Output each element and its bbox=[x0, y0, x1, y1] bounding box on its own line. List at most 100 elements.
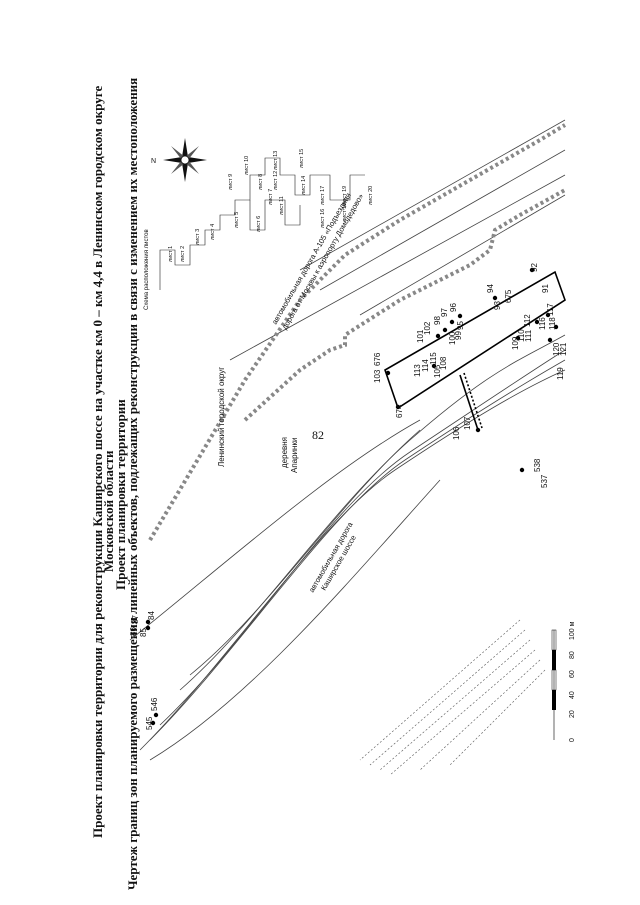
sheet-label: лист 11 bbox=[279, 196, 285, 215]
scale-tick: 40 bbox=[569, 691, 576, 699]
district-boundary bbox=[148, 123, 567, 542]
sheet-label: лист 18 bbox=[342, 203, 348, 222]
point-label: 96 bbox=[449, 303, 458, 312]
point-label: 85 bbox=[139, 628, 148, 637]
point-label: 102 bbox=[423, 321, 432, 335]
sheet-label: лист 6 bbox=[256, 216, 262, 232]
scale-tick: 0 bbox=[569, 738, 576, 742]
point-label: 97 bbox=[440, 308, 449, 317]
point-label: 91 bbox=[541, 284, 550, 293]
point-label: 106 bbox=[452, 426, 461, 440]
scale-tick: 80 bbox=[569, 651, 576, 659]
point-label: 105 bbox=[433, 364, 442, 378]
north-arrow-icon: N bbox=[151, 138, 207, 182]
scale-tick: 20 bbox=[569, 710, 576, 718]
sheet-label: лист 16 bbox=[320, 209, 326, 228]
point-label: 676 bbox=[373, 352, 382, 366]
point-label: 119 bbox=[556, 367, 565, 380]
sheet-label: лист 2 bbox=[180, 246, 186, 262]
sheet-label: лист 17 bbox=[320, 186, 326, 205]
sheet-label: лист 4 bbox=[210, 224, 216, 240]
scale-tick: 60 bbox=[569, 670, 576, 678]
sheet-labels: лист 1 лист 2 лист 3 лист 4 лист 5 лист … bbox=[168, 149, 374, 262]
point-label: 117 bbox=[546, 303, 555, 316]
point-label: 98 bbox=[433, 316, 442, 325]
sheet-label: лист 3 bbox=[195, 229, 201, 245]
point-marker bbox=[145, 619, 151, 625]
point-label: 115 bbox=[429, 352, 438, 365]
road-lines bbox=[129, 119, 566, 761]
scale-bar bbox=[551, 629, 557, 740]
point-label: 537 bbox=[540, 474, 549, 488]
sheet-scheme bbox=[159, 157, 365, 290]
point-label: 107 bbox=[463, 416, 472, 430]
point-label: 118 bbox=[548, 317, 557, 330]
village-label-line1: деревня bbox=[280, 437, 289, 468]
zone-polygon bbox=[384, 270, 566, 431]
point-label: 103 bbox=[373, 369, 382, 383]
sheet-label: лист 14 bbox=[301, 176, 307, 195]
point-marker bbox=[515, 335, 521, 341]
point-label: 87 bbox=[131, 615, 140, 624]
sheet-label: лист 20 bbox=[368, 186, 374, 205]
point-label: 675 bbox=[504, 289, 513, 303]
point-marker bbox=[519, 467, 525, 473]
point-label: 86 bbox=[129, 627, 138, 636]
point-marker bbox=[534, 319, 540, 325]
village-label-line2: Апаринки bbox=[290, 438, 299, 473]
point-label: 120 bbox=[552, 342, 561, 356]
point-label: 84 bbox=[147, 611, 156, 620]
a105-boundary bbox=[243, 188, 566, 422]
scale-ticks: 0 20 40 60 80 100 м bbox=[569, 621, 576, 742]
north-letter: N bbox=[151, 158, 156, 165]
page-number: 82 bbox=[312, 428, 324, 442]
point-marker bbox=[492, 295, 498, 301]
point-label: 112 bbox=[523, 314, 532, 327]
point-label: 93 bbox=[493, 301, 502, 310]
point-label: 114 bbox=[421, 359, 430, 372]
district-label: Ленинский городской округ bbox=[217, 367, 226, 467]
sheet-scheme-title: Схема расположения листов bbox=[144, 229, 150, 310]
sheet-label: лист 15 bbox=[299, 149, 305, 168]
hatched-area bbox=[359, 619, 546, 776]
point-marker bbox=[145, 625, 151, 631]
sheet-label: лист 9 bbox=[228, 174, 234, 190]
point-label: 121 bbox=[559, 342, 568, 356]
point-label: 92 bbox=[530, 263, 539, 272]
point-labels: 545 546 84 85 86 87 537 538 103 676 674 … bbox=[129, 263, 568, 730]
sheet-label: лист 8 bbox=[258, 174, 264, 190]
sheet-label: лист 1 bbox=[168, 246, 174, 262]
point-label: 110 bbox=[517, 329, 526, 342]
sheet-label: лист 13 bbox=[273, 151, 279, 170]
point-marker bbox=[547, 337, 553, 343]
point-label: 95 bbox=[456, 321, 465, 330]
point-label: 546 bbox=[150, 697, 159, 711]
point-label: 674 bbox=[395, 404, 404, 418]
point-marker bbox=[475, 427, 481, 433]
scale-tick: 100 м bbox=[569, 621, 576, 640]
point-marker bbox=[457, 313, 463, 319]
point-marker bbox=[449, 319, 455, 325]
point-label: 113 bbox=[413, 364, 422, 377]
point-marker bbox=[385, 370, 391, 376]
sheet-label: лист 10 bbox=[244, 156, 250, 175]
point-label: 99 bbox=[454, 331, 463, 340]
point-label: 100 bbox=[448, 331, 457, 345]
point-label: 538 bbox=[533, 458, 542, 472]
point-label: 109 bbox=[511, 336, 520, 350]
point-label: 111 bbox=[524, 329, 533, 342]
point-label: 101 bbox=[416, 329, 425, 343]
point-marker bbox=[431, 363, 437, 369]
point-marker bbox=[435, 333, 441, 339]
point-label: 545 bbox=[145, 716, 154, 730]
point-label: 116 bbox=[538, 317, 547, 330]
point-label: 94 bbox=[486, 284, 495, 293]
sheet-label: лист 5 bbox=[234, 212, 240, 228]
point-marker bbox=[442, 327, 448, 333]
point-marker bbox=[545, 312, 551, 318]
point-marker bbox=[395, 404, 401, 410]
sheet-label: лист 19 bbox=[342, 186, 348, 205]
point-marker bbox=[153, 712, 159, 718]
sheet-label: лист 12 bbox=[273, 171, 279, 190]
